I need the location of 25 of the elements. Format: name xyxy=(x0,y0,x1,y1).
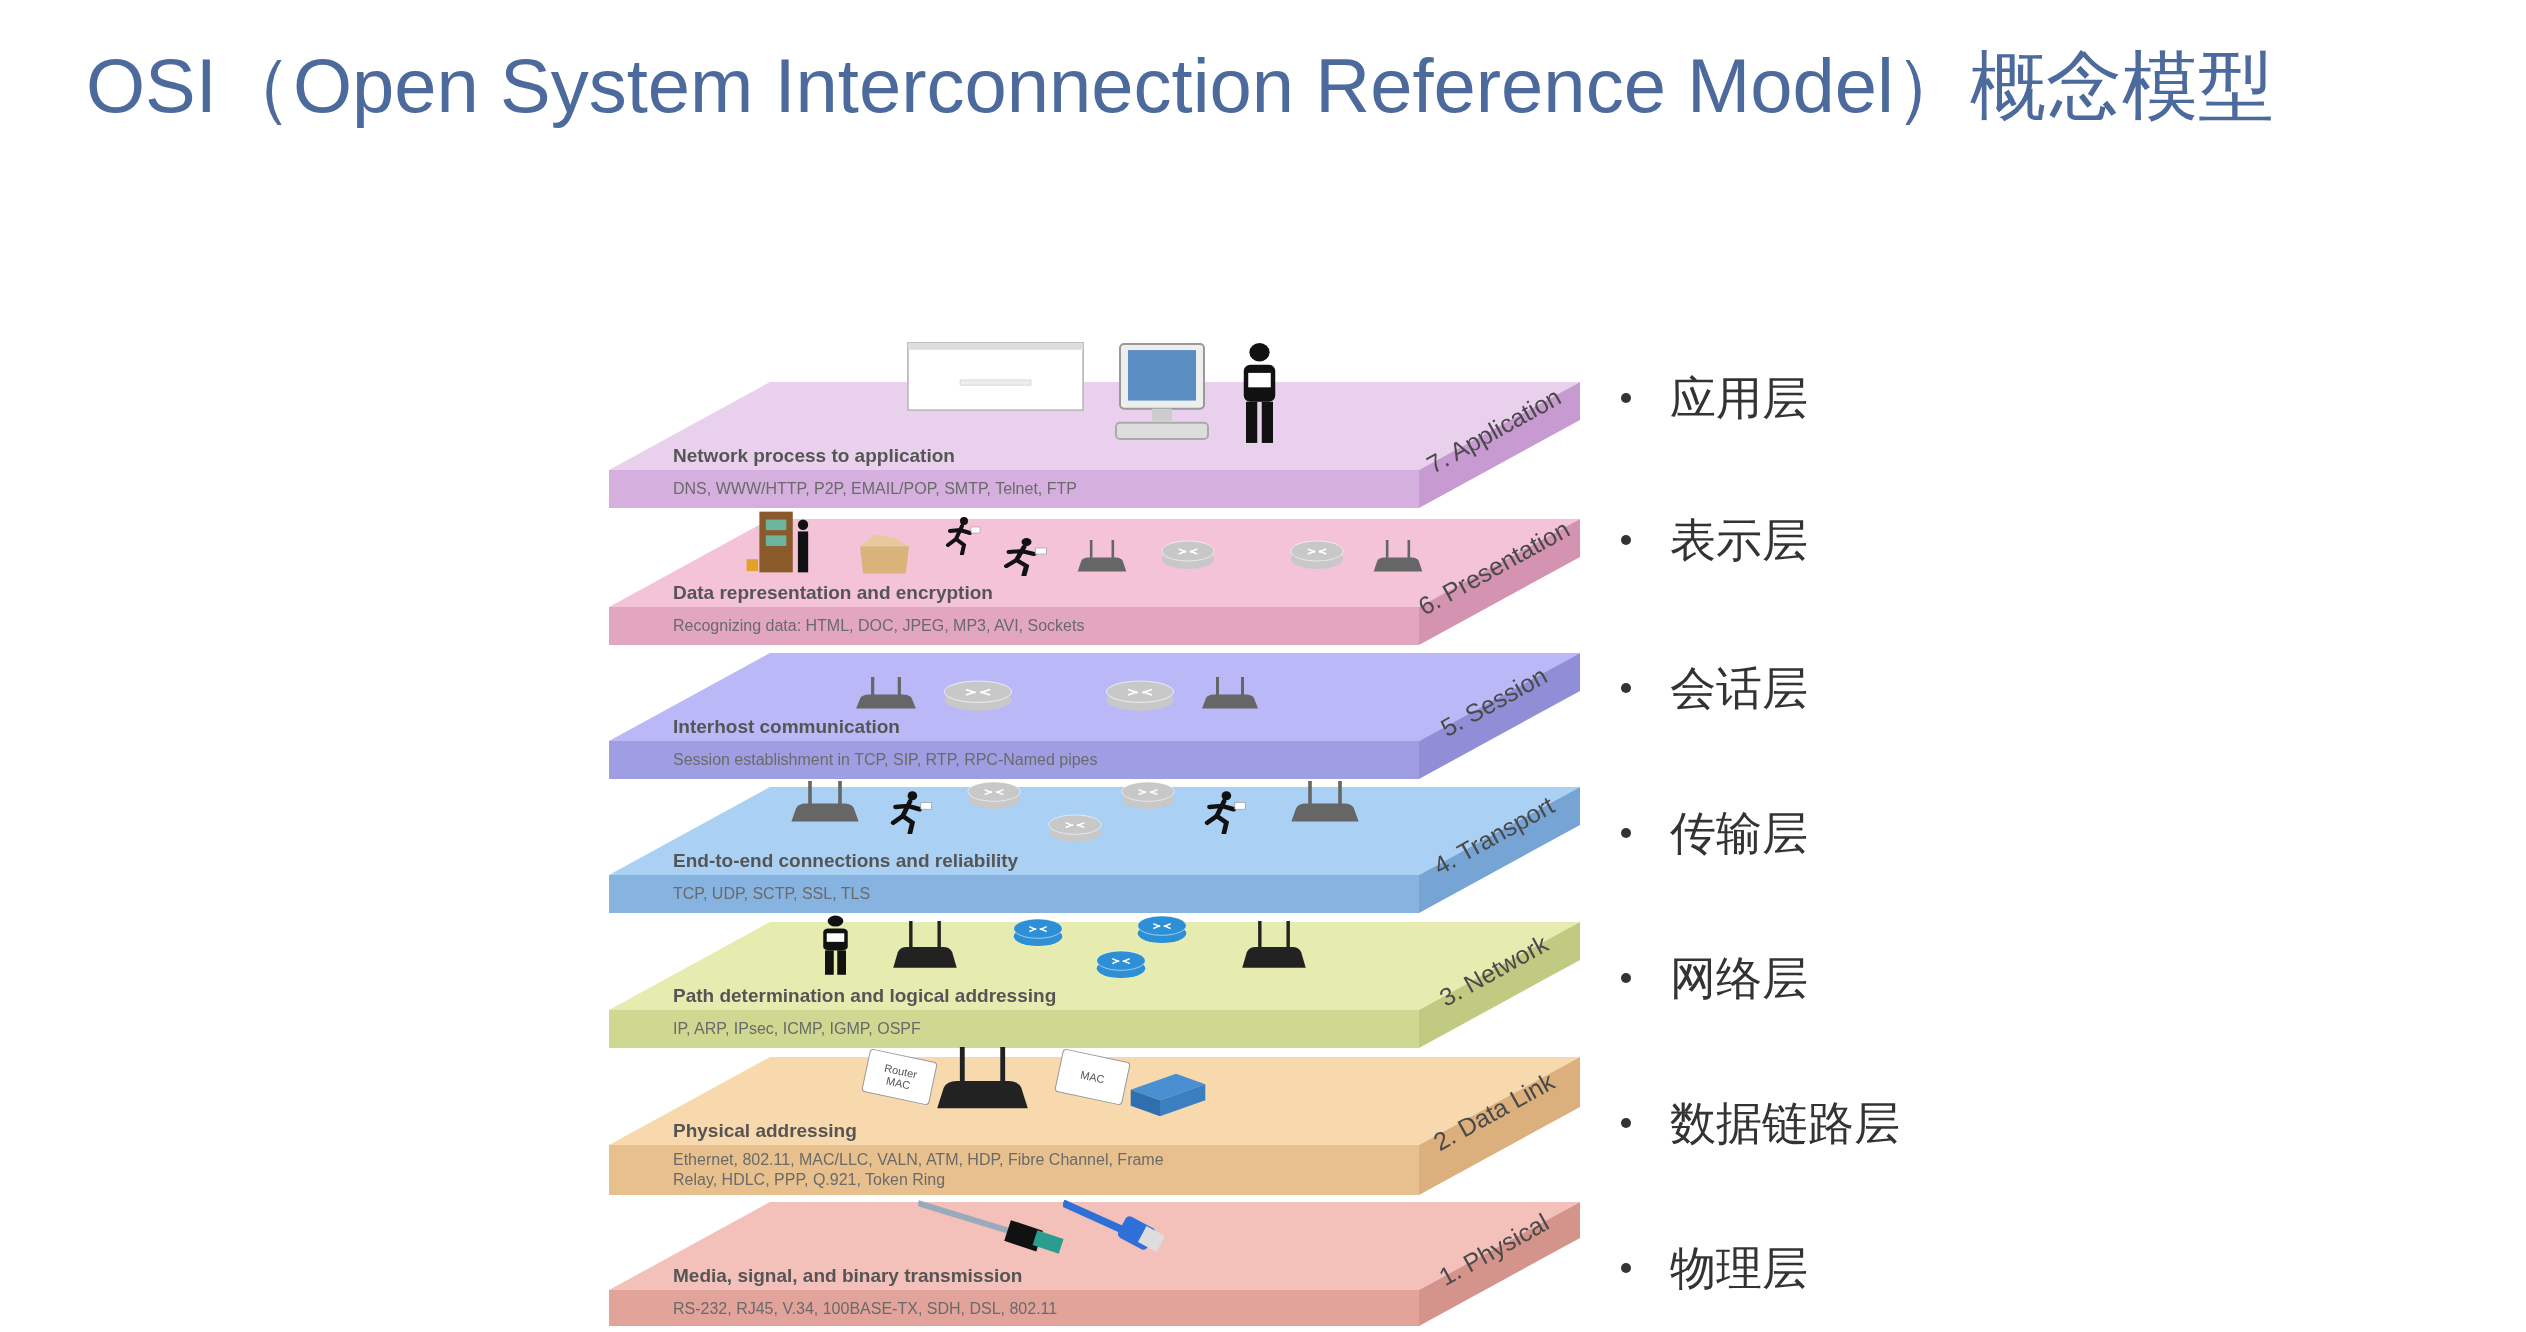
layer-chinese-name: 数据链路层 xyxy=(1670,1095,1900,1151)
layer-description: Path determination and logical addressing xyxy=(673,984,1057,1008)
protocol-list: Session establishment in TCP, SIP, RTP, RPC-Named pipes xyxy=(673,750,1433,770)
protocol-list: RS-232, RJ45, V.34, 100BASE-TX, SDH, DSL, 802.11 xyxy=(673,1299,1433,1319)
layer-name: 2. Data Link xyxy=(1427,1065,1560,1158)
layer-slab xyxy=(609,653,1580,779)
protocol-list: Ethernet, 802.11, MAC/LLC, VALN, ATM, HDP, Fibre Channel, Frame Relay, HDLC, PPP, Q.921, Token Ring xyxy=(673,1150,1193,1190)
layer-chinese-name: 传输层 xyxy=(1670,805,1808,861)
layer-description: Interhost communication xyxy=(673,715,900,739)
protocol-list: DNS, WWW/HTTP, P2P, EMAIL/POP, SMTP, Telnet, FTP xyxy=(673,479,1433,499)
layer-chinese-name: 表示层 xyxy=(1670,512,1808,568)
layer-description: Physical addressing xyxy=(673,1119,857,1143)
layer-description: Data representation and encryption xyxy=(673,581,993,605)
layer-description: Media, signal, and binary transmission xyxy=(673,1264,1023,1288)
layer-description: End-to-end connections and reliability xyxy=(673,849,1019,873)
title: OSI（Open System Interconnection Reference Model）概念模型 xyxy=(86,42,2274,130)
layer-chinese-name: 应用层 xyxy=(1670,370,1808,426)
protocol-list: TCP, UDP, SCTP, SSL, TLS xyxy=(673,884,1433,904)
layer-slab xyxy=(609,1202,1580,1326)
layer-chinese-name: 会话层 xyxy=(1670,660,1808,716)
layer-description: Network process to application xyxy=(673,444,955,468)
protocol-list: Recognizing data: HTML, DOC, JPEG, MP3, AVI, Sockets xyxy=(673,616,1433,636)
layer-chinese-name: 物理层 xyxy=(1670,1240,1808,1296)
protocol-list: IP, ARP, IPsec, ICMP, IGMP, OSPF xyxy=(673,1019,1433,1039)
layer-chinese-name: 网络层 xyxy=(1670,950,1808,1006)
